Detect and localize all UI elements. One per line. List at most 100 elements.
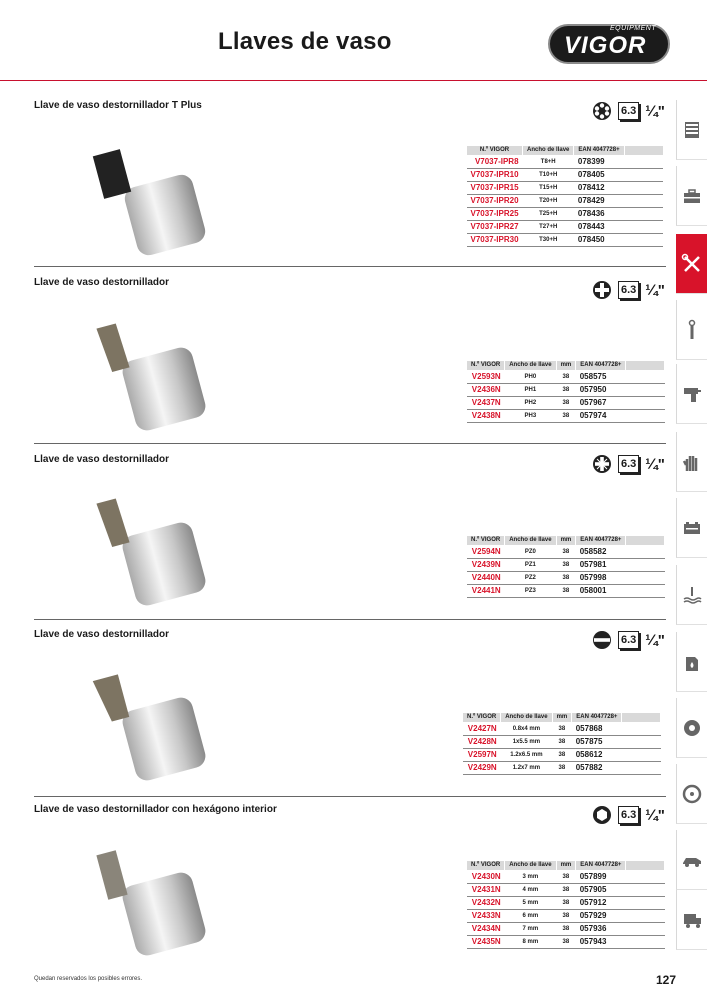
drive-size-badge: 6.3: [618, 806, 640, 824]
size-cell: 4 mm: [504, 883, 557, 897]
glove-icon[interactable]: [676, 432, 707, 492]
size-cell: T25+H: [522, 207, 574, 221]
hex-icon: [593, 806, 611, 824]
col-header: EAN 4047728+: [575, 860, 627, 871]
torque-wrench-icon[interactable]: [676, 300, 707, 360]
ean-cell: 057912: [575, 896, 626, 910]
car-body-icon[interactable]: [676, 830, 707, 890]
oil-canister-icon[interactable]: [676, 632, 707, 692]
length-cell: 38: [552, 761, 572, 775]
article-number[interactable]: V2428N: [462, 735, 501, 749]
wrench-screwdriver-icon[interactable]: [676, 234, 707, 294]
drive-fraction: ¼": [645, 806, 665, 824]
article-number[interactable]: V2429N: [462, 761, 501, 775]
size-cell: 6 mm: [504, 909, 557, 923]
article-number[interactable]: V2430N: [466, 870, 505, 884]
size-cell: PH3: [504, 409, 557, 423]
length-cell: 38: [552, 722, 572, 736]
article-number[interactable]: V2593N: [466, 370, 505, 384]
article-number[interactable]: V2434N: [466, 922, 505, 936]
drive-size-badge: 6.3: [618, 455, 640, 473]
article-number[interactable]: V2597N: [462, 748, 501, 762]
brake-disc-icon[interactable]: [676, 698, 707, 758]
size-cell: 3 mm: [504, 870, 557, 884]
article-number[interactable]: V2594N: [466, 545, 505, 559]
article-number[interactable]: V7037-IPR8: [466, 155, 523, 169]
ean-cell: 057943: [575, 935, 626, 949]
col-header: Ancho de llave: [522, 145, 575, 156]
article-number[interactable]: V2427N: [462, 722, 501, 736]
spec-icons: 6.3 ¼": [592, 629, 665, 651]
article-number[interactable]: V7037-IPR27: [466, 220, 523, 234]
col-header: EAN 4047728+: [575, 535, 627, 546]
article-number[interactable]: V2441N: [466, 584, 505, 598]
toolbox-icon[interactable]: [676, 166, 707, 226]
spec-icons: 6.3 ¼": [592, 100, 665, 122]
size-cell: T8+H: [522, 155, 574, 169]
wheel-icon[interactable]: [676, 764, 707, 824]
ean-cell: 057967: [575, 396, 626, 410]
col-header: [621, 712, 662, 723]
drive-fraction: ¼": [645, 631, 665, 649]
size-cell: 1.2x7 mm: [500, 761, 553, 775]
spec-icons: 6.3 ¼": [592, 453, 665, 475]
header-rule: [0, 80, 707, 81]
size-cell: PZ0: [504, 545, 557, 559]
ean-cell: 057882: [571, 761, 622, 775]
socket-photo-hex: [96, 850, 206, 956]
ean-cell: 057899: [575, 870, 626, 884]
battery-icon[interactable]: [676, 498, 707, 558]
size-cell: PH1: [504, 383, 557, 397]
size-cell: PZ1: [504, 558, 557, 572]
coolant-icon[interactable]: [676, 565, 707, 625]
article-number[interactable]: V2433N: [466, 909, 505, 923]
article-number[interactable]: V2436N: [466, 383, 505, 397]
col-header: N.º VIGOR: [465, 535, 506, 546]
ean-cell: 058612: [571, 748, 622, 762]
length-cell: 38: [556, 571, 576, 585]
article-number[interactable]: V2437N: [466, 396, 505, 410]
article-number[interactable]: V7037-IPR25: [466, 207, 523, 221]
length-cell: 38: [556, 396, 576, 410]
length-cell: 38: [556, 383, 576, 397]
article-number[interactable]: V7037-IPR15: [466, 181, 523, 195]
article-number[interactable]: V2439N: [466, 558, 505, 572]
workshop-trolley-icon[interactable]: [676, 100, 707, 160]
article-number[interactable]: V2440N: [466, 571, 505, 585]
article-number[interactable]: V2438N: [466, 409, 505, 423]
col-header: [623, 145, 664, 156]
col-header: [625, 860, 666, 871]
size-cell: PZ3: [504, 584, 557, 598]
article-number[interactable]: V2435N: [466, 935, 505, 949]
col-header: Ancho de llave: [504, 860, 557, 871]
section-divider: [34, 619, 666, 620]
length-cell: 38: [556, 370, 576, 384]
size-cell: 1x5.5 mm: [500, 735, 553, 749]
length-cell: 38: [556, 909, 576, 923]
impact-wrench-icon[interactable]: [676, 364, 707, 424]
col-header: Ancho de llave: [504, 535, 557, 546]
size-cell: PH2: [504, 396, 557, 410]
phillips-icon: [593, 281, 611, 299]
size-cell: T20+H: [522, 194, 574, 208]
drive-size-badge: 6.3: [618, 631, 640, 649]
article-number[interactable]: V7037-IPR30: [466, 233, 523, 247]
article-number[interactable]: V2432N: [466, 896, 505, 910]
section-divider: [34, 443, 666, 444]
article-number[interactable]: V2431N: [466, 883, 505, 897]
col-header: EAN 4047728+: [571, 712, 623, 723]
length-cell: 38: [556, 409, 576, 423]
drive-fraction: ¼": [645, 281, 665, 299]
section-divider: [34, 796, 666, 797]
article-number[interactable]: V7037-IPR10: [466, 168, 523, 182]
article-number[interactable]: V7037-IPR20: [466, 194, 523, 208]
truck-icon[interactable]: [676, 890, 707, 950]
length-cell: 38: [552, 735, 572, 749]
